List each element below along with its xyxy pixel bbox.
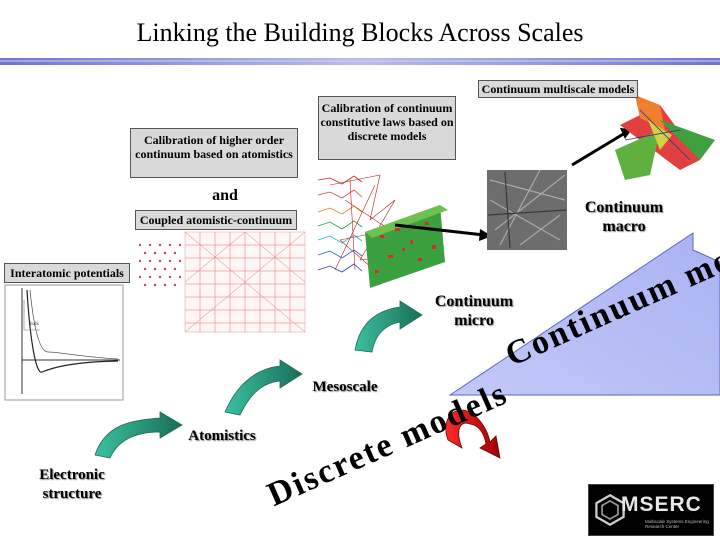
calibration-higher-order-box: Calibration of higher order continuum ba… bbox=[130, 128, 298, 178]
mesoscale-label: Mesoscale bbox=[312, 379, 378, 395]
potential-graph-image: bulk bbox=[4, 284, 124, 401]
continuum-multiscale-box: Continuum multiscale models bbox=[478, 80, 638, 98]
atomistics-label: Atomistics bbox=[188, 428, 256, 444]
interatomic-box: Interatomic potentials bbox=[4, 263, 130, 283]
continuum-wedge bbox=[448, 232, 720, 396]
continuum-macro-label: Continuum macro bbox=[584, 199, 664, 235]
calibration-constitutive-box: Calibration of continuum constitutive la… bbox=[318, 96, 456, 160]
dislocation-image bbox=[329, 174, 401, 276]
hexagon-logo-icon bbox=[595, 493, 625, 527]
arrow-atomistics-to-mesoscale bbox=[224, 359, 303, 416]
continuum-micro-label: Continuum micro bbox=[434, 293, 514, 329]
arrow-electronic-to-atomistics bbox=[94, 411, 183, 459]
red-cycle-arrow bbox=[445, 409, 501, 459]
polycrystal-slab-image bbox=[365, 205, 448, 288]
electronic-structure-label: Electronic structure bbox=[39, 467, 105, 502]
coupled-mesh-image bbox=[184, 231, 306, 333]
coupled-box: Coupled atomistic-continuum bbox=[135, 210, 297, 230]
page-title: Linking the Building Blocks Across Scale… bbox=[136, 18, 584, 47]
md-simulation-image bbox=[315, 172, 365, 282]
svg-text:bulk: bulk bbox=[30, 322, 39, 327]
arrow-mesoscale-to-micro bbox=[354, 300, 423, 353]
logo-name: MSERC bbox=[621, 493, 702, 516]
microstructure-image bbox=[487, 169, 567, 250]
title-gradient-bar bbox=[0, 58, 720, 65]
mserc-logo: MSERC Multiscale Systems Engineering Res… bbox=[588, 484, 714, 536]
atomic-lattice-image bbox=[130, 238, 185, 300]
and-label: and bbox=[212, 187, 238, 204]
logo-subtitle: Multiscale Systems Engineering Research … bbox=[645, 519, 709, 529]
aircraft-model-image bbox=[615, 95, 715, 180]
